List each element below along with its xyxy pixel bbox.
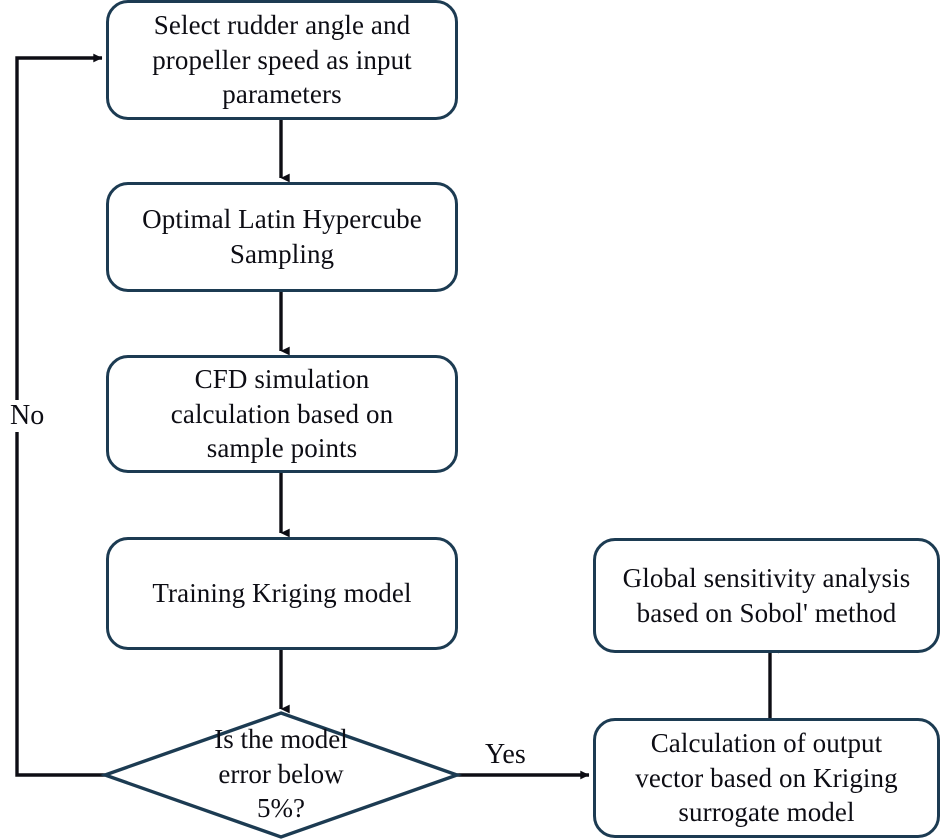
node-model-error-decision[interactable]: Is the model error below 5%? xyxy=(105,713,457,837)
decision-text-wrap: Is the model error below 5%? xyxy=(105,713,457,837)
decision-diamond-outline xyxy=(99,711,463,839)
node-input-parameters[interactable]: Select rudder angle and propeller speed … xyxy=(106,0,458,120)
edge-label-yes: Yes xyxy=(481,739,530,771)
node-model-error-decision-label: Is the model error below 5%? xyxy=(214,724,348,824)
node-sobol-analysis[interactable]: Global sensitivity analysis based on Sob… xyxy=(593,538,940,653)
node-output-vector-label: Calculation of output vector based on Kr… xyxy=(635,728,898,828)
node-training-kriging-label: Training Kriging model xyxy=(152,578,412,609)
node-latin-hypercube-label: Optimal Latin Hypercube Sampling xyxy=(142,204,422,269)
node-training-kriging[interactable]: Training Kriging model xyxy=(106,537,458,650)
node-input-parameters-label: Select rudder angle and propeller speed … xyxy=(152,10,412,110)
node-sobol-analysis-label: Global sensitivity analysis based on Sob… xyxy=(622,562,911,628)
edge-label-no: No xyxy=(6,400,49,432)
node-output-vector[interactable]: Calculation of output vector based on Kr… xyxy=(593,718,940,838)
node-cfd-simulation-label: CFD simulation calculation based on samp… xyxy=(170,364,394,464)
node-latin-hypercube[interactable]: Optimal Latin Hypercube Sampling xyxy=(106,182,458,292)
node-cfd-simulation[interactable]: CFD simulation calculation based on samp… xyxy=(106,355,458,473)
